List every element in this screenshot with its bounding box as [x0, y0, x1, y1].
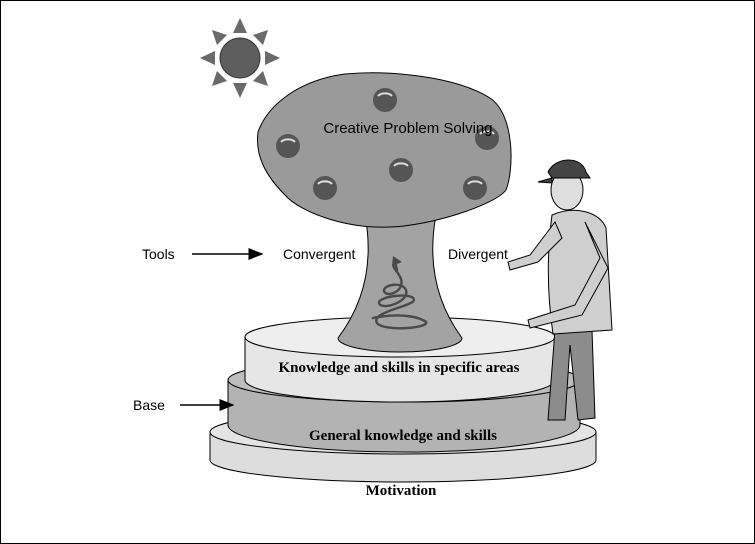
divergent-label: Divergent: [448, 246, 508, 262]
fruit-icon: [276, 134, 300, 158]
fruit-icon: [373, 88, 397, 112]
convergent-label: Convergent: [283, 246, 355, 262]
fruit-icon: [313, 176, 337, 200]
tree-label: Creative Problem Solving: [323, 120, 492, 137]
spiral-icon: [371, 258, 428, 330]
tier-bottom-label: Motivation: [366, 483, 437, 499]
person-figure: [507, 159, 613, 421]
tier-top-label: Knowledge and skills in specific areas: [279, 360, 520, 376]
base-label: Base: [133, 397, 165, 413]
fruit-icon: [475, 126, 499, 150]
fruit-icon: [389, 158, 413, 182]
fruit-icon: [463, 176, 487, 200]
sun-icon: [200, 18, 280, 98]
tree-trunk: [337, 214, 463, 353]
tier-middle-label: General knowledge and skills: [309, 428, 497, 444]
tools-label: Tools: [142, 246, 175, 262]
